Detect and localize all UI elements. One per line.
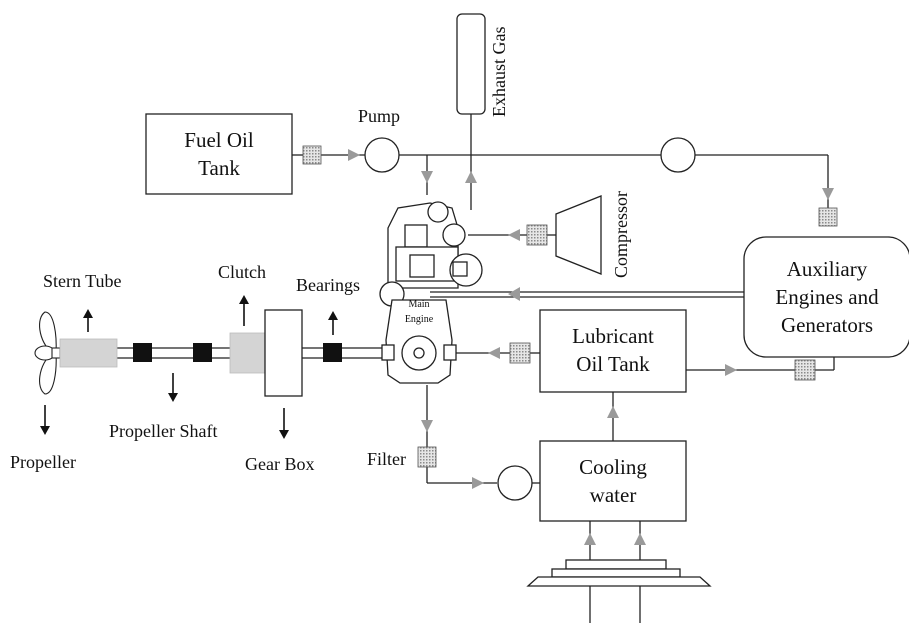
lubricant-label-1: Lubricant xyxy=(572,324,654,348)
flow-arrows xyxy=(348,149,834,545)
clutch-label: Clutch xyxy=(218,262,266,282)
lubricant-oil-tank: Lubricant Oil Tank xyxy=(539,309,687,393)
stern-tube xyxy=(59,338,118,368)
pump-icon xyxy=(660,137,696,173)
clutch xyxy=(229,332,266,374)
flow-arrow xyxy=(607,406,619,418)
flow-arrow xyxy=(508,229,520,241)
filter-icon xyxy=(818,207,838,227)
flow-arrow xyxy=(421,171,433,183)
lubricant-label-2: Oil Tank xyxy=(576,352,650,376)
propeller-icon xyxy=(34,311,61,395)
flow-arrow xyxy=(488,347,500,359)
filter-icon xyxy=(526,224,548,246)
gear-box xyxy=(264,309,303,397)
filter-icon xyxy=(509,342,531,364)
labels: Pump Stern Tube Clutch Bearings Propelle… xyxy=(10,106,406,474)
auxiliary-engines: Auxiliary Engines and Generators xyxy=(743,236,909,358)
bearings-label: Bearings xyxy=(296,275,360,295)
compressor: Compressor xyxy=(555,191,631,278)
flow-arrow xyxy=(822,188,834,200)
propeller-label: Propeller xyxy=(10,452,76,472)
cooling-water-label-2: water xyxy=(590,483,637,507)
cooling-water-tank: Cooling water xyxy=(539,440,687,522)
pump-icon xyxy=(497,465,533,501)
pumps xyxy=(364,137,696,501)
filter-label: Filter xyxy=(367,449,406,469)
bearing-icon xyxy=(133,343,152,362)
bearing-icon xyxy=(323,343,342,362)
bearings xyxy=(133,343,342,362)
main-engine-label-1: Main xyxy=(408,299,429,310)
main-engine xyxy=(379,201,483,384)
fuel-oil-tank-label-2: Tank xyxy=(198,156,240,180)
pump-label: Pump xyxy=(358,106,400,126)
fuel-oil-tank-label-1: Fuel Oil xyxy=(184,128,254,152)
auxiliary-label-1: Auxiliary xyxy=(787,257,868,281)
flow-arrow xyxy=(348,149,360,161)
auxiliary-label-2: Engines and xyxy=(775,285,879,309)
flow-arrow xyxy=(465,171,477,183)
auxiliary-label-3: Generators xyxy=(781,313,873,337)
flow-arrow xyxy=(634,533,646,545)
cooling-water-label-1: Cooling xyxy=(579,455,647,479)
fuel-oil-tank: Fuel Oil Tank xyxy=(145,113,293,195)
bearing-icon xyxy=(193,343,212,362)
propeller-shaft-label: Propeller Shaft xyxy=(109,421,217,441)
compressor-label: Compressor xyxy=(611,191,631,278)
exhaust-gas-stack: Exhaust Gas xyxy=(456,13,509,117)
filters xyxy=(302,145,838,468)
pointer-arrows xyxy=(40,295,338,439)
main-engine-label-2: Engine xyxy=(405,314,434,325)
filter-icon xyxy=(417,446,437,468)
stern-tube-label: Stern Tube xyxy=(43,271,122,291)
gear-box-label: Gear Box xyxy=(245,454,314,474)
flow-arrow xyxy=(508,287,520,301)
filter-icon xyxy=(794,359,816,381)
flow-arrow xyxy=(725,364,737,376)
sea-water-intake xyxy=(526,559,712,587)
flow-arrow xyxy=(584,533,596,545)
filter-icon xyxy=(302,145,322,165)
flow-arrow xyxy=(472,477,484,489)
flow-arrow xyxy=(421,420,433,432)
exhaust-gas-label: Exhaust Gas xyxy=(489,27,509,117)
pump-icon xyxy=(364,137,400,173)
